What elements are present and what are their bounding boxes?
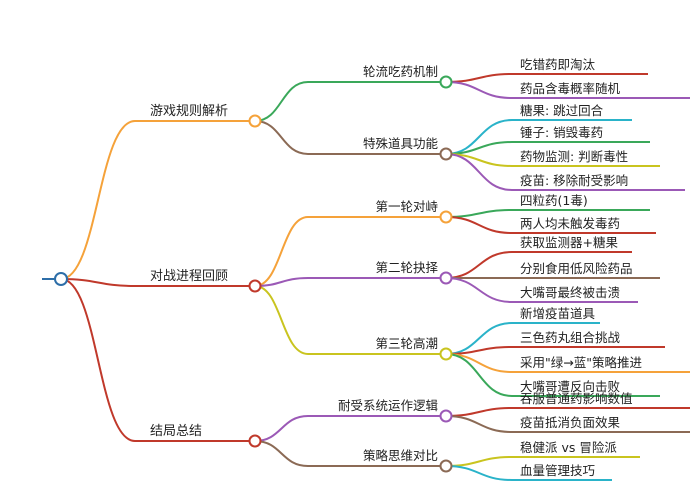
link-topic-to-leaf [445,209,513,218]
topic-node-toggle[interactable] [439,75,453,89]
topic-node-toggle[interactable] [439,210,453,224]
link-topic-to-leaf [445,346,513,355]
link-branch-to-topic [254,120,309,155]
link-topic-to-leaf [445,415,513,433]
topic-node-toggle[interactable] [439,459,453,473]
leaf-label: 大嘴哥遭反向击败 [520,379,621,394]
link-topic-to-leaf [445,456,513,467]
leaf-label: 获取监测器+糖果 [520,235,618,250]
branch-node-toggle[interactable] [248,434,262,448]
link-topic-to-leaf [445,153,513,191]
link-root-to-branch [60,278,136,442]
leaf-label: 分别食用低风险药品 [520,261,633,276]
link-topic-to-leaf [445,73,513,83]
link-branch-to-topic [254,285,309,355]
link-topic-to-leaf [445,322,513,355]
topic-node-toggle[interactable] [439,271,453,285]
link-topic-to-leaf [445,251,513,279]
leaf-label: 四粒药(1毒) [520,193,588,208]
link-layer [42,73,690,481]
branch-label: 游戏规则解析 [150,104,228,119]
link-branch-to-topic [254,277,309,287]
leaf-label: 药品含毒概率随机 [520,81,621,96]
leaf-label: 药物监测: 判断毒性 [520,149,628,164]
link-branch-to-topic [254,440,309,467]
leaf-label: 疫苗: 移除耐受影响 [520,173,628,188]
topic-label: 第一轮对峙 [375,199,438,214]
root-node-toggle[interactable] [54,272,68,286]
topic-node-toggle[interactable] [439,347,453,361]
branch-node-toggle[interactable] [248,114,262,128]
link-root-to-branch [60,278,136,287]
link-topic-to-leaf [445,81,513,99]
leaf-label: 吞服普通药影响数值 [520,391,633,406]
branch-label: 结局总结 [150,424,202,439]
topic-label: 特殊道具功能 [363,136,439,151]
link-branch-to-topic [254,216,309,287]
link-topic-to-leaf [445,216,513,234]
node-layer [54,75,453,473]
link-branch-to-topic [254,81,309,122]
branch-node-toggle[interactable] [248,279,262,293]
link-topic-to-leaf [445,277,513,303]
link-topic-to-leaf [445,353,513,397]
leaf-label: 三色药丸组合挑战 [520,330,621,345]
link-topic-to-leaf [445,353,513,373]
leaf-label: 糖果: 跳过回合 [520,103,604,118]
leaf-label: 大嘴哥最终被击溃 [520,285,620,300]
branch-label: 对战进程回顾 [150,269,228,284]
leaf-label: 血量管理技巧 [520,463,595,478]
leaf-label: 锤子: 销毁毒药 [520,125,603,140]
leaf-label: 稳健派 vs 冒险派 [520,440,617,455]
topic-label: 第三轮高潮 [375,336,438,351]
leaf-label: 吃错药即淘汰 [520,57,596,72]
leaf-label: 新增疫苗道具 [520,306,596,321]
leaf-label: 两人均未触发毒药 [520,216,620,231]
link-root-to-branch [60,120,136,280]
leaf-label: 采用"绿→蓝"策略推进 [520,355,642,370]
link-topic-to-leaf [445,465,513,481]
topic-label: 第二轮抉择 [375,260,438,275]
topic-label: 耐受系统运作逻辑 [338,398,438,413]
link-branch-to-topic [254,415,309,442]
topic-label: 策略思维对比 [363,448,438,463]
topic-node-toggle[interactable] [439,147,453,161]
topic-label: 轮流吃药机制 [363,64,438,79]
leaf-label: 疫苗抵消负面效果 [520,415,621,430]
topic-node-toggle[interactable] [439,409,453,423]
link-topic-to-leaf [445,407,513,417]
